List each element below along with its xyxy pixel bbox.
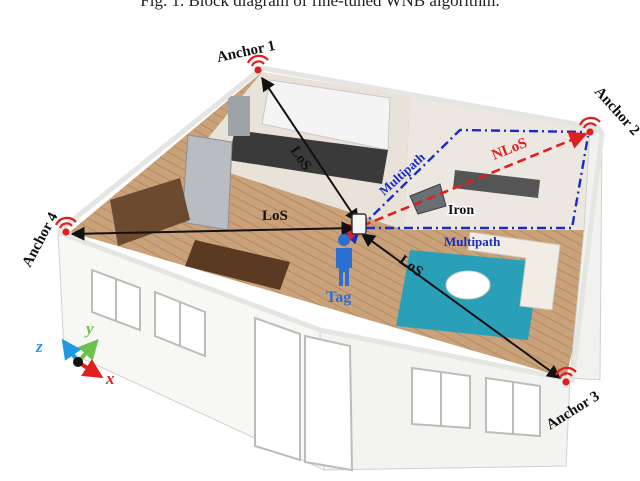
multipath-label-lower: Multipath <box>444 234 501 249</box>
range-hood <box>228 96 250 136</box>
axis-z-label: z <box>35 337 43 356</box>
iron-label: Iron <box>448 203 474 218</box>
los-label-4: LoS <box>262 208 288 224</box>
fridge <box>182 135 232 230</box>
coffee-table <box>446 271 490 299</box>
axis-x-label: x <box>105 369 115 388</box>
tag-device <box>352 214 366 234</box>
axis-y-label: y <box>84 319 94 338</box>
tag-label: Tag <box>326 289 351 306</box>
anchor4-label: Anchor 4 <box>19 210 61 270</box>
anchor1-label: Anchor 1 <box>216 38 277 66</box>
